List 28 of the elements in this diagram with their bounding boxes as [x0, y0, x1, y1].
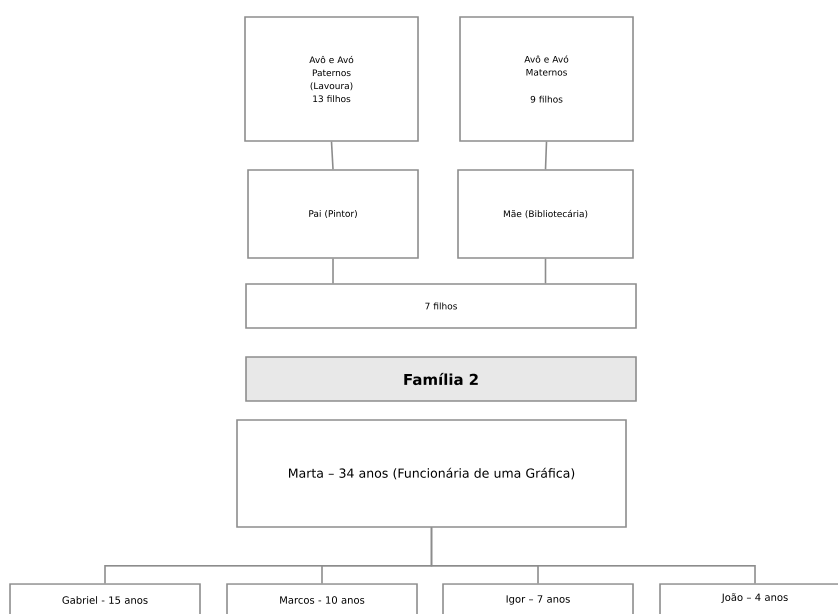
node-label: Marta – 34 anos (Funcionária de uma Gráfica)	[289, 468, 574, 480]
node-label: Mãe (Bibliotecária)	[504, 210, 588, 218]
person-box	[244, 16, 419, 142]
person-box	[457, 169, 634, 259]
node-label: Gabriel - 15 anos	[62, 596, 148, 604]
child-box	[9, 583, 201, 614]
heading-band	[245, 356, 637, 402]
children-box	[245, 283, 637, 329]
connector-line	[430, 528, 756, 584]
node-label: Pai (Pintor)	[309, 210, 357, 218]
connector-line	[332, 258, 334, 284]
node-label: Família 2	[404, 372, 478, 386]
child-box	[659, 583, 838, 614]
connector-line	[544, 258, 546, 284]
node-label: Avô e Avó Maternos	[524, 55, 568, 76]
child-box	[226, 583, 418, 614]
child-box	[442, 583, 634, 614]
node-label: 7 filhos	[425, 302, 457, 310]
node-label: 9 filhos	[530, 96, 562, 103]
node-label: Marcos - 10 anos	[280, 596, 364, 604]
person-box	[247, 169, 419, 259]
node-label: João – 4 anos	[721, 593, 788, 603]
node-label: Igor – 7 anos	[506, 595, 570, 605]
person-box	[459, 16, 634, 142]
node-label: Avô e Avó Paternos (Lavoura) 13 filhos	[309, 56, 354, 102]
connector-line	[544, 142, 548, 170]
connector-line	[330, 142, 334, 170]
person-box	[236, 419, 627, 528]
